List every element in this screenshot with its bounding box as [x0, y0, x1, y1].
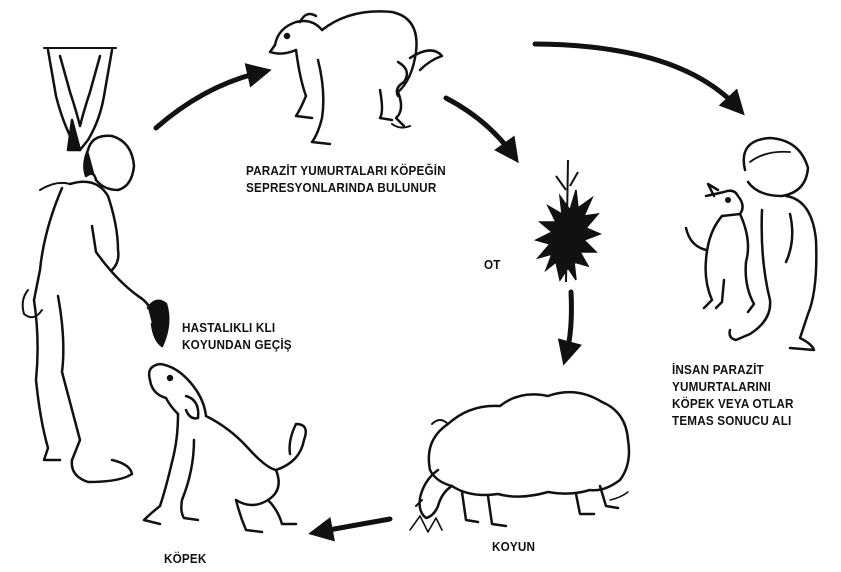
human-stage-line-1: İNSAN PARAZİT [672, 361, 794, 378]
arrow-grass-to-sheep [566, 292, 571, 356]
dog-icon [144, 364, 306, 532]
shepherd-man-icon [23, 48, 169, 482]
sheep-stage-label: HASTALIKLI KLI KOYUNDAN GEÇİŞ [182, 319, 292, 353]
sheep-stage-line-1: HASTALIKLI KLI [182, 319, 292, 336]
sheep-icon [410, 392, 629, 532]
child-hugging-dog-icon [686, 138, 816, 350]
dog-label: KÖPEK [164, 550, 207, 567]
arrow-top-to-child [535, 44, 738, 108]
arrow-dog-to-grass [446, 98, 513, 155]
human-stage-line-2: YUMURTALARINI [672, 378, 794, 395]
dog-stage-line-2: SEPRESYONLARINDA BULUNUR [246, 179, 446, 196]
grass-label: OT [484, 256, 501, 273]
human-stage-label: İNSAN PARAZİT YUMURTALARINI KÖPEK VEYA O… [672, 361, 794, 429]
squatting-dog-icon [270, 11, 442, 144]
sheep-label: KOYUN [492, 538, 535, 555]
arrow-sheep-to-dog [318, 519, 390, 532]
dog-stage-line-1: PARAZİT YUMURTALARI KÖPEĞİN [246, 162, 446, 179]
human-stage-line-3: KÖPEK VEYA OTLAR [672, 395, 794, 412]
dog-stage-label: PARAZİT YUMURTALARI KÖPEĞİN SEPRESYONLAR… [246, 162, 446, 196]
grass-plant-icon [536, 160, 600, 282]
cycle-arrow-icon [156, 44, 738, 532]
sheep-stage-line-2: KOYUNDAN GEÇİŞ [182, 336, 292, 353]
arrow-man-to-dog [156, 72, 262, 128]
human-stage-line-4: TEMAS SONUCU ALI [672, 412, 794, 429]
